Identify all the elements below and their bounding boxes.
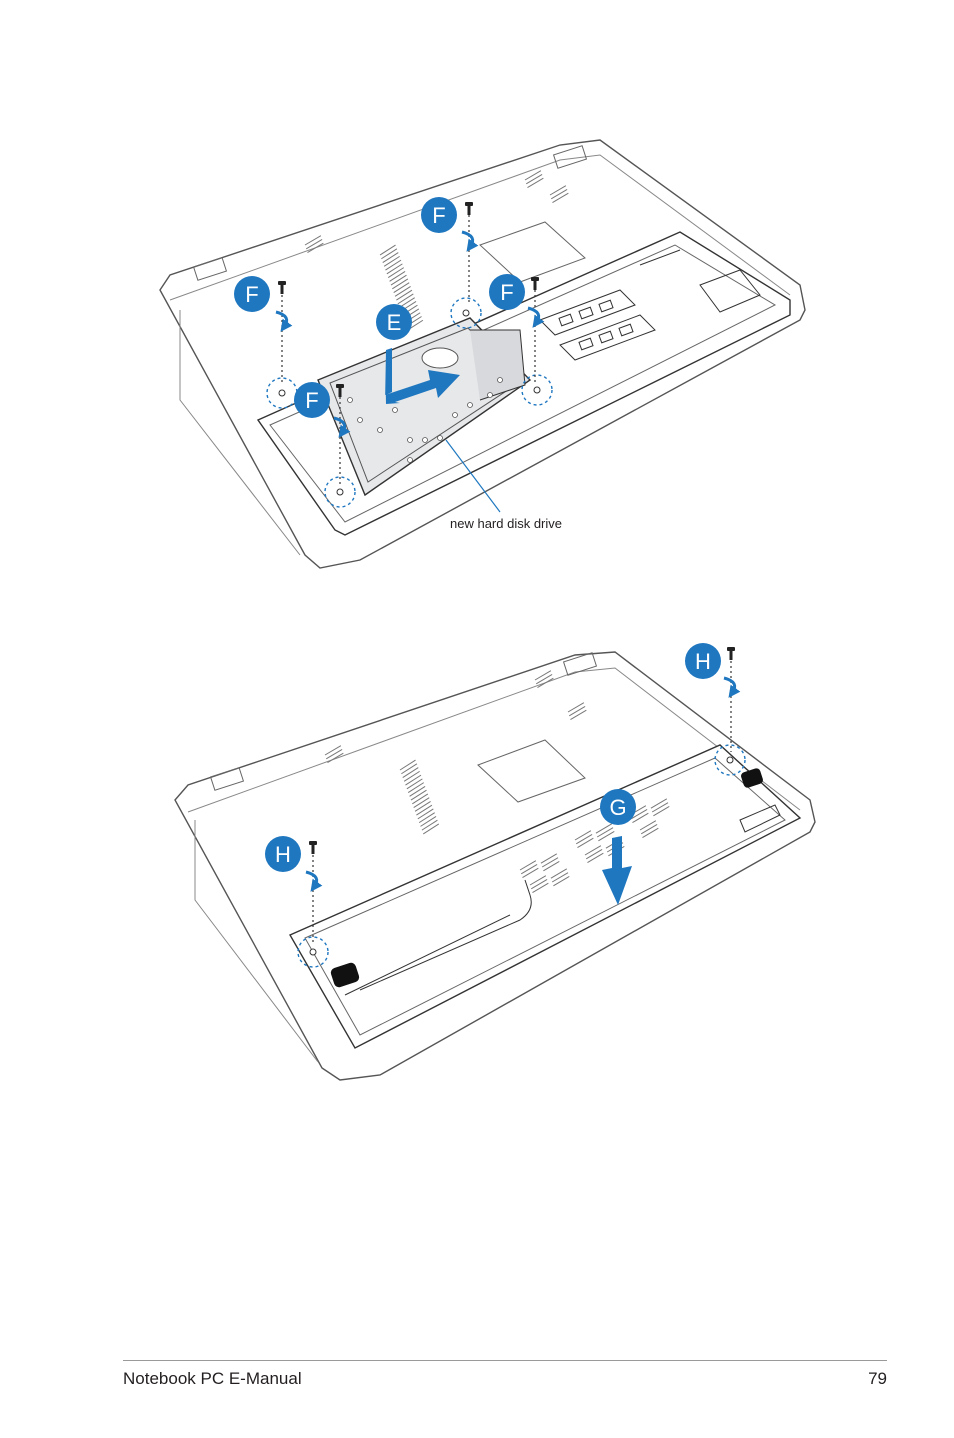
- svg-text:G: G: [609, 795, 626, 820]
- footer-manual-title: Notebook PC E-Manual: [123, 1369, 302, 1389]
- step-badge-H: H: [685, 643, 721, 679]
- step-badge-F: F: [294, 382, 330, 418]
- page-number: 79: [868, 1369, 887, 1389]
- step-badge-H: H: [265, 836, 301, 872]
- step-badge-F: F: [489, 274, 525, 310]
- svg-text:H: H: [275, 842, 291, 867]
- step-badge-G: G: [600, 789, 636, 825]
- svg-text:F: F: [432, 203, 445, 228]
- figure-2-close-cover: G H H: [175, 643, 815, 1080]
- footer-divider: [123, 1360, 887, 1361]
- svg-text:F: F: [500, 280, 513, 305]
- figure-1-install-hdd: new hard disk drive: [160, 140, 805, 568]
- step-badge-F: F: [234, 276, 270, 312]
- svg-text:H: H: [695, 649, 711, 674]
- svg-text:F: F: [245, 282, 258, 307]
- step-badge-F: F: [421, 197, 457, 233]
- step-badge-E: E: [376, 304, 412, 340]
- hdd-callout-label: new hard disk drive: [450, 516, 562, 531]
- svg-text:E: E: [387, 310, 402, 335]
- svg-text:F: F: [305, 388, 318, 413]
